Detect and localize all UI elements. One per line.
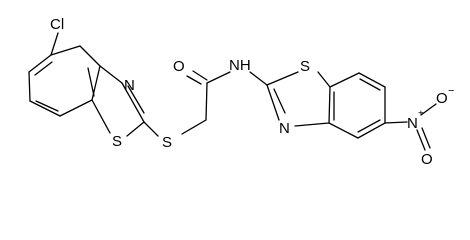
thiazole-sulfur-left: S xyxy=(112,133,122,150)
thiazole-sulfur-right: S xyxy=(300,58,310,75)
carbonyl-oxygen: O xyxy=(173,58,185,75)
amide-nh: NH xyxy=(229,57,251,74)
right-benzene-ring xyxy=(328,72,386,139)
nitro-oxygen-top-charge: − xyxy=(448,85,454,97)
nitro-nitrogen-charge: + xyxy=(418,109,424,120)
chlorine-atom: Cl xyxy=(50,16,64,33)
thioether-sulfur: S xyxy=(162,134,172,151)
thiazole-nitrogen-right: N xyxy=(279,120,290,137)
linker-bonds xyxy=(143,70,268,137)
chloro-bond xyxy=(50,32,59,56)
nitro-nitrogen: N xyxy=(407,115,418,132)
atom-labels: Cl N S S O NH S N N + O − O xyxy=(50,16,454,168)
nitro-group-bonds xyxy=(384,103,437,151)
chemical-structure: Cl N S S O NH S N N + O − O xyxy=(28,16,454,168)
right-thiazole-ring xyxy=(266,71,331,127)
nitro-oxygen-top: O xyxy=(436,90,448,107)
left-thiazole-ring xyxy=(91,65,145,137)
nitro-oxygen-bottom: O xyxy=(421,151,433,168)
thiazole-nitrogen-left: N xyxy=(124,77,135,94)
left-benzene-ring xyxy=(28,45,101,117)
